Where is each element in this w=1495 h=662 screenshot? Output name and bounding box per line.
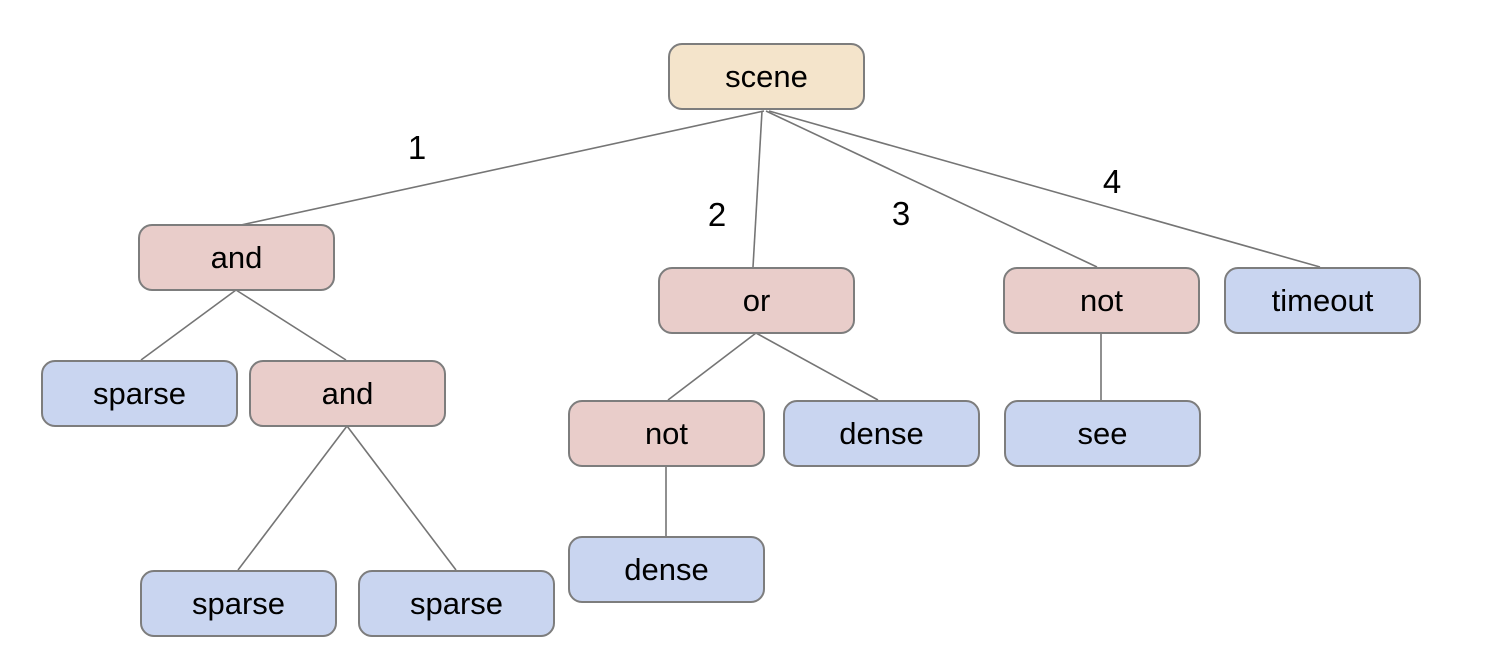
node-sparse-bottom1: sparse xyxy=(140,570,337,637)
edge-or-not xyxy=(667,332,757,401)
node-not-inner: not xyxy=(568,400,765,467)
node-and-inner: and xyxy=(249,360,446,427)
edge-label-1: 1 xyxy=(407,129,427,166)
node-see: see xyxy=(1004,400,1201,467)
node-not: not xyxy=(1003,267,1200,334)
node-and: and xyxy=(138,224,335,291)
node-sparse-bottom2: sparse xyxy=(358,570,555,637)
edge-and2-sparse3 xyxy=(346,425,457,571)
edge-scene-not xyxy=(765,110,1098,268)
edge-label-4: 4 xyxy=(1102,163,1122,200)
edge-or-dense xyxy=(755,332,879,401)
edge-scene-timeout xyxy=(768,110,1321,268)
edge-and2-sparse2 xyxy=(237,425,348,571)
node-scene: scene xyxy=(668,43,865,110)
edge-and-sparse xyxy=(140,289,237,361)
edge-scene-and xyxy=(240,110,765,226)
node-dense-right: dense xyxy=(783,400,980,467)
node-timeout: timeout xyxy=(1224,267,1421,334)
edge-label-3: 3 xyxy=(891,195,911,232)
edge-label-2: 2 xyxy=(707,196,727,233)
edge-and-and xyxy=(235,289,347,361)
node-or: or xyxy=(658,267,855,334)
node-sparse-left: sparse xyxy=(41,360,238,427)
node-dense-bottom: dense xyxy=(568,536,765,603)
edge-scene-or xyxy=(752,110,763,268)
